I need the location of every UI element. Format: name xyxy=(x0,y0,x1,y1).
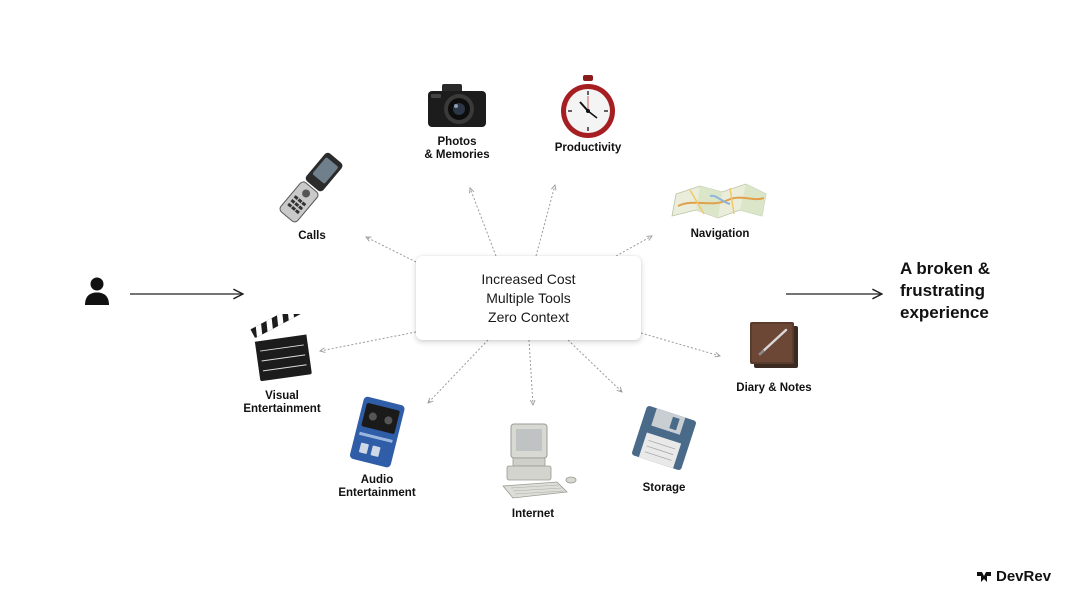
desktop-computer-icon xyxy=(502,423,577,499)
node-navigation: Navigation xyxy=(660,180,780,241)
connector-visual xyxy=(320,331,417,351)
connector-productivity xyxy=(535,185,555,257)
node-diary: Diary & Notes xyxy=(714,318,834,395)
clapperboard-icon xyxy=(250,314,312,382)
node-photos-label-1: Photos xyxy=(437,136,477,148)
node-internet: Internet xyxy=(473,420,593,521)
node-calls: Calls xyxy=(252,152,372,243)
connector-internet xyxy=(528,339,533,405)
node-photos: Photos & Memories xyxy=(397,82,517,162)
flip-phone-icon xyxy=(279,152,343,223)
connector-navigation xyxy=(615,236,652,257)
floppy-disk-icon xyxy=(632,406,696,470)
node-storage-label: Storage xyxy=(642,482,686,494)
node-diary-label: Diary & Notes xyxy=(736,382,812,394)
devrev-logo-icon xyxy=(977,571,991,582)
node-visual-label-2: Entertainment xyxy=(243,403,321,415)
map-icon xyxy=(671,183,767,219)
node-productivity: Productivity xyxy=(528,74,648,155)
problem-context: Zero Context xyxy=(488,308,569,325)
node-navigation-label: Navigation xyxy=(690,228,750,240)
user-icon xyxy=(85,277,109,305)
node-audio-label-2: Entertainment xyxy=(338,487,416,499)
outcome-text: A broken & frustrating experience xyxy=(900,258,1070,324)
connector-photos xyxy=(470,188,497,257)
node-photos-label-2: & Memories xyxy=(424,149,490,161)
cassette-player-icon xyxy=(349,396,405,468)
node-audio: Audio Entertainment xyxy=(317,396,437,500)
notebook-icon xyxy=(750,322,798,368)
brand-name: DevRev xyxy=(996,568,1052,585)
node-productivity-label: Productivity xyxy=(554,142,622,154)
camera-icon xyxy=(428,84,486,127)
connector-diary xyxy=(640,332,720,356)
node-storage: Storage xyxy=(604,404,724,495)
outcome-line-2: frustrating xyxy=(900,281,985,300)
connector-calls xyxy=(366,237,417,263)
brand-logo: DevRev xyxy=(976,568,1051,585)
node-visual: Visual Entertainment xyxy=(222,314,342,416)
connector-audio xyxy=(428,339,489,403)
problem-summary-box: Increased Cost Multiple Tools Zero Conte… xyxy=(416,256,641,340)
connector-storage xyxy=(567,339,622,392)
stopwatch-icon xyxy=(561,75,615,138)
node-calls-label: Calls xyxy=(298,230,326,242)
problem-cost: Increased Cost xyxy=(481,270,576,287)
outcome-line-1: A broken & xyxy=(900,259,991,278)
problem-tools: Multiple Tools xyxy=(486,289,571,306)
node-audio-label-1: Audio xyxy=(360,474,394,486)
node-visual-label-1: Visual xyxy=(265,390,299,402)
node-internet-label: Internet xyxy=(511,508,555,520)
outcome-line-3: experience xyxy=(900,303,989,322)
